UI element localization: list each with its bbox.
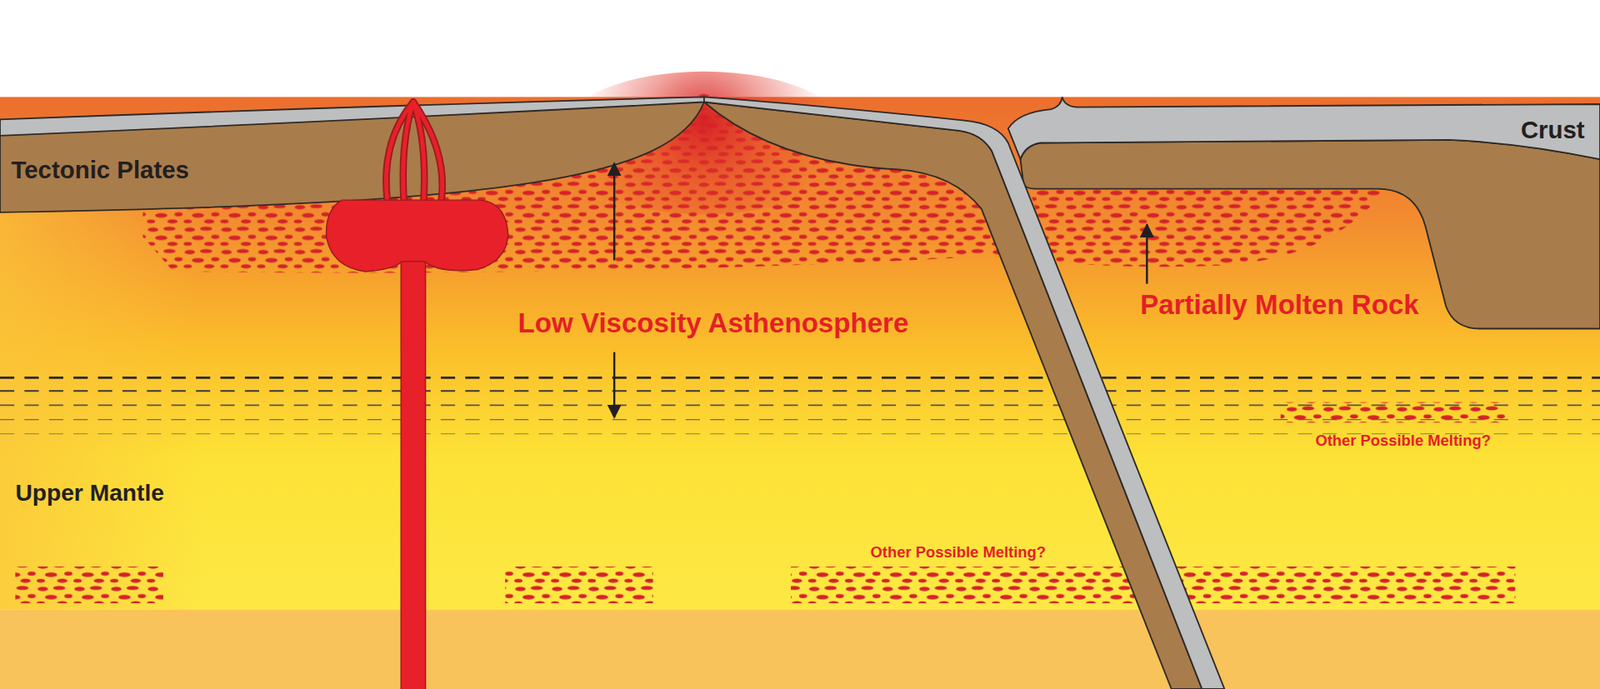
subducting-plate	[704, 102, 1203, 689]
region-label: Tectonic Plates	[11, 157, 190, 184]
region-label: Crust	[1520, 117, 1585, 144]
region-label: Partially Molten Rock	[1140, 290, 1420, 320]
viscosity-boundary	[0, 377, 1600, 434]
thickness-arrows	[614, 163, 1147, 418]
slab-crust	[704, 96, 1225, 689]
region-label: Low Viscosity Asthenosphere	[518, 309, 910, 339]
lower-layer	[0, 609, 1600, 689]
overriding-plate	[1020, 140, 1600, 330]
oceanic-crust	[0, 96, 705, 136]
region-label: Other Possible Melting?	[870, 544, 1047, 560]
continental-crust	[1008, 96, 1600, 160]
region-label: Upper Mantle	[15, 480, 165, 506]
region-label: Other Possible Melting?	[1315, 432, 1491, 449]
mantle-plume	[326, 102, 509, 689]
wedge-melt	[1028, 185, 1388, 267]
melt-patches	[15, 402, 1515, 604]
